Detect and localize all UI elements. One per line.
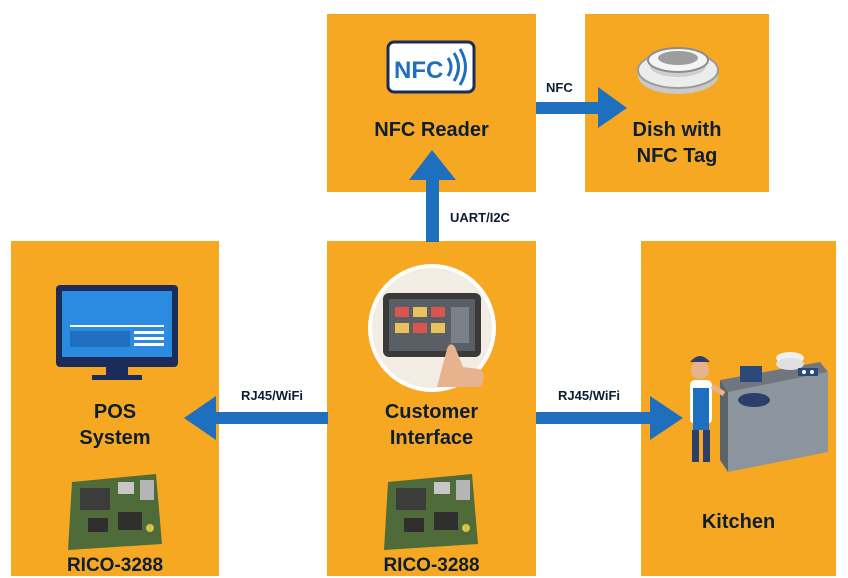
- kitchen-label: Kitchen: [701, 511, 776, 533]
- edge-label-rj45-left: RJ45/WiFi: [241, 388, 304, 403]
- edge-label-rj45-right: RJ45/WiFi: [558, 388, 621, 403]
- nfc-reader-label: NFC Reader: [374, 119, 489, 141]
- board-icon: [384, 474, 478, 550]
- nfc-icon-text: NFC: [394, 57, 443, 84]
- pos-label-line1: POS: [93, 401, 137, 423]
- dish-icon: [637, 47, 719, 94]
- pos-board-label: RICO-3288: [66, 555, 164, 576]
- customer-label-line1: Customer: [384, 401, 479, 423]
- dish-label-line2: NFC Tag: [636, 145, 718, 167]
- chef-kitchen-icon: [690, 352, 828, 472]
- pos-label-line2: System: [79, 427, 151, 449]
- board-icon: [68, 474, 162, 550]
- customer-board-label: RICO-3288: [383, 555, 480, 576]
- edge-label-uart: UART/I2C: [450, 210, 510, 225]
- edge-label-nfc: NFC: [546, 80, 573, 95]
- monitor-icon: [56, 285, 178, 380]
- dish-label-line1: Dish with: [632, 119, 722, 141]
- nfc-icon: NFC: [386, 40, 476, 94]
- customer-label-line2: Interface: [389, 427, 474, 449]
- tablet-hand-icon: [368, 264, 496, 392]
